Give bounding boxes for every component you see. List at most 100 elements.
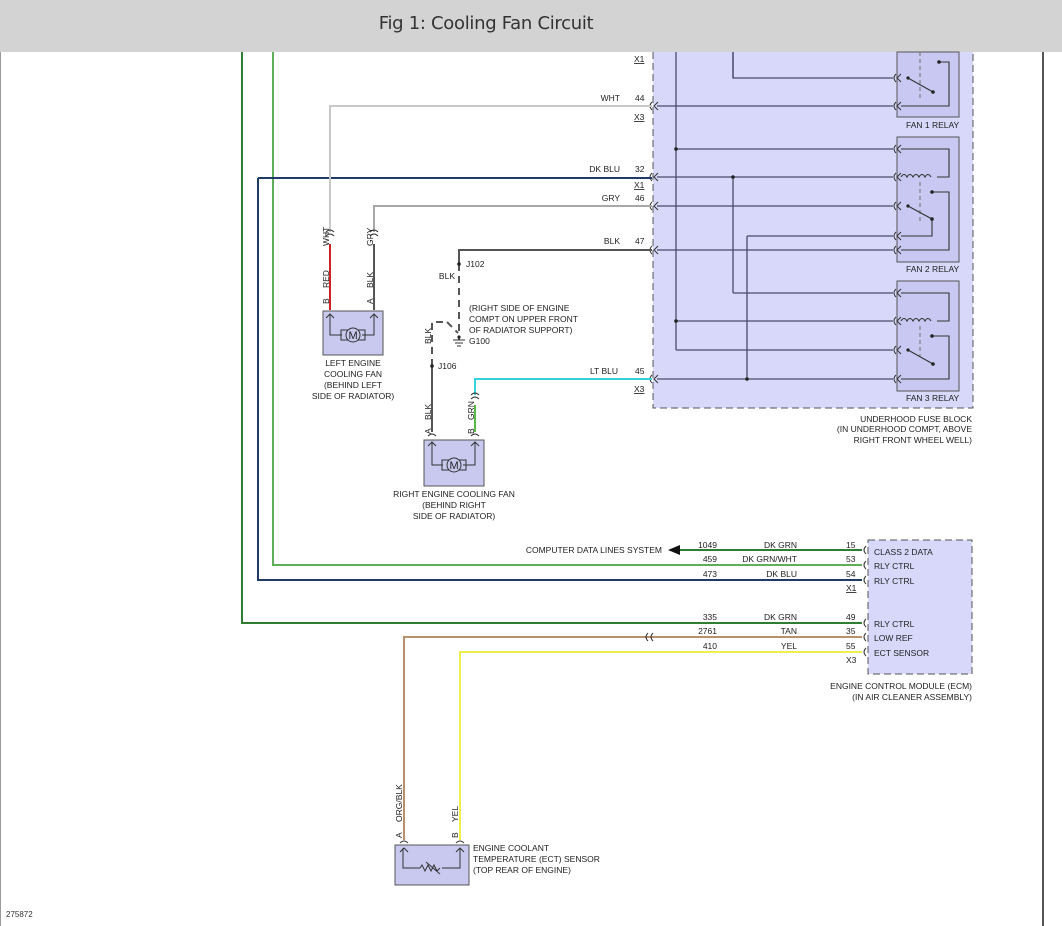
connector-x1-top: X1	[634, 54, 645, 64]
svg-text:335: 335	[703, 612, 717, 622]
svg-text:2761: 2761	[698, 626, 717, 636]
fuse-block-label-3: RIGHT FRONT WHEEL WELL)	[854, 435, 973, 445]
right-fan-wire-grn: GRN	[466, 401, 476, 420]
wires	[241, 52, 862, 840]
wire-wht-44	[329, 105, 652, 232]
svg-text:459: 459	[703, 554, 717, 564]
connector-x1-b: X1	[634, 180, 645, 190]
left-fan-label-3: (BEHIND LEFT	[324, 380, 382, 390]
svg-text:ENGINE COOLANT: ENGINE COOLANT	[473, 843, 549, 853]
svg-text:54: 54	[846, 569, 856, 579]
splice-j106	[430, 364, 434, 368]
left-border	[0, 52, 1, 926]
pin-44: 44	[635, 93, 645, 103]
fuse-block-pins: X1 WHT 44 X3 DK BLU 32 X1 GRY 46 BLK 47 …	[589, 54, 644, 394]
pin-47: 47	[635, 236, 645, 246]
right-fan-wire-blk: BLK	[423, 404, 433, 420]
svg-text:G100: G100	[469, 336, 490, 346]
svg-text:35: 35	[846, 626, 856, 636]
wire-label-blk: BLK	[604, 236, 620, 246]
wire-dk-blu-473	[257, 178, 862, 581]
right-engine-cooling-fan: BLK GRN A B M RIGHT ENGINE COOLING FAN (…	[393, 401, 515, 521]
svg-text:(TOP REAR OF ENGINE): (TOP REAR OF ENGINE)	[473, 865, 571, 875]
ecm-label-1: ENGINE CONTROL MODULE (ECM)	[830, 681, 972, 691]
wire-gry-46	[373, 205, 652, 232]
svg-text:15: 15	[846, 540, 856, 550]
ground-icon	[453, 339, 465, 347]
svg-text:COMPT ON UPPER FRONT: COMPT ON UPPER FRONT	[469, 314, 578, 324]
svg-text:410: 410	[703, 641, 717, 651]
ground-g100: J102 BLK (RIGHT SIDE OF ENGINE COMPT ON …	[423, 259, 578, 371]
wire-dk-grn-335	[241, 52, 862, 624]
ground-wire-upper: BLK	[439, 271, 455, 281]
svg-text:55: 55	[846, 641, 856, 651]
ecm-function-class2: CLASS 2 DATA	[874, 547, 933, 557]
ground-wire-lower: BLK	[423, 328, 433, 344]
ecm-connector-x3: X3	[846, 655, 857, 665]
left-fan-pin-a: A	[365, 298, 375, 304]
title-bar: Fig 1: Cooling Fan Circuit	[0, 0, 1062, 52]
wire-lt-blu-45	[474, 378, 652, 395]
svg-text:YEL: YEL	[781, 641, 797, 651]
ect-sensor: ORG/BLK YEL A B ENGINE COOLANT TEMPERATU…	[394, 784, 600, 886]
svg-text:M: M	[349, 330, 358, 342]
wire-label-dk-blu: DK BLU	[589, 164, 620, 174]
svg-text:49: 49	[846, 612, 856, 622]
data-lines-label[interactable]: COMPUTER DATA LINES SYSTEM	[526, 545, 662, 555]
svg-text:(RIGHT SIDE OF ENGINE: (RIGHT SIDE OF ENGINE	[469, 303, 570, 313]
svg-text:LOW REF: LOW REF	[874, 633, 913, 643]
left-fan-wire-blk: BLK	[365, 272, 375, 288]
left-fan-motor-icon	[345, 327, 361, 343]
fan2-relay-box	[896, 136, 960, 263]
wire-blk-47	[458, 249, 652, 264]
figure-title: Fig 1: Cooling Fan Circuit	[378, 13, 594, 34]
ect-wire-yel: YEL	[450, 806, 460, 822]
fuse-block-label-2: (IN UNDERHOOD COMPT, ABOVE	[837, 424, 972, 434]
svg-text:1049: 1049	[698, 540, 717, 550]
left-fan-label-2: COOLING FAN	[324, 369, 382, 379]
svg-text:J102: J102	[466, 259, 485, 269]
svg-text:TEMPERATURE (ECT) SENSOR: TEMPERATURE (ECT) SENSOR	[473, 854, 600, 864]
svg-text:OF RADIATOR SUPPORT): OF RADIATOR SUPPORT)	[469, 325, 573, 335]
ect-pin-b: B	[450, 832, 460, 838]
svg-text:TAN: TAN	[781, 626, 797, 636]
svg-text:M: M	[450, 460, 459, 472]
fan3-relay-box	[896, 280, 960, 392]
wire-tan-2761	[403, 636, 862, 840]
svg-text:ECT SENSOR: ECT SENSOR	[874, 648, 929, 658]
wire-label-gry: GRY	[602, 193, 621, 203]
pin-45: 45	[635, 366, 645, 376]
svg-text:J106: J106	[438, 361, 457, 371]
wire-dk-grn-wht-459	[272, 52, 862, 566]
wire-label-lt-blu: LT BLU	[590, 366, 618, 376]
svg-text:RLY CTRL: RLY CTRL	[874, 561, 915, 571]
left-fan-wire-wht: WHT	[321, 227, 331, 246]
left-fan-pin-b: B	[321, 298, 331, 304]
left-fan-wire-gry: GRY	[365, 227, 375, 246]
pin-32: 32	[635, 164, 645, 174]
pin-46: 46	[635, 193, 645, 203]
relay-label-fan2: FAN 2 RELAY	[906, 264, 960, 274]
ecm-label-2: (IN AIR CLEANER ASSEMBLY)	[852, 692, 972, 702]
svg-text:RLY CTRL: RLY CTRL	[874, 576, 915, 586]
svg-text:DK BLU: DK BLU	[766, 569, 797, 579]
right-fan-motor-icon	[446, 457, 462, 473]
right-scrollbar[interactable]	[1042, 52, 1044, 926]
svg-text:RLY CTRL: RLY CTRL	[874, 619, 915, 629]
svg-text:DK GRN/WHT: DK GRN/WHT	[742, 554, 797, 564]
wire-blk-j106-g100	[431, 321, 459, 366]
svg-text:53: 53	[846, 554, 856, 564]
ect-pin-a: A	[394, 832, 404, 838]
connector-x3-b: X3	[634, 384, 645, 394]
ect-wire-org-blk: ORG/BLK	[394, 784, 404, 822]
svg-text:DK GRN: DK GRN	[764, 612, 797, 622]
data-lines-arrow-icon	[668, 545, 680, 555]
splice-j102	[457, 262, 461, 266]
svg-text:473: 473	[703, 569, 717, 579]
connector-x3-a: X3	[634, 112, 645, 122]
right-fan-label-1: RIGHT ENGINE COOLING FAN	[393, 489, 515, 499]
wire-yel-410	[459, 651, 862, 840]
engine-control-module: COMPUTER DATA LINES SYSTEM 1049 DK GRN 1…	[526, 539, 973, 702]
right-fan-label-2: (BEHIND RIGHT	[422, 500, 486, 510]
